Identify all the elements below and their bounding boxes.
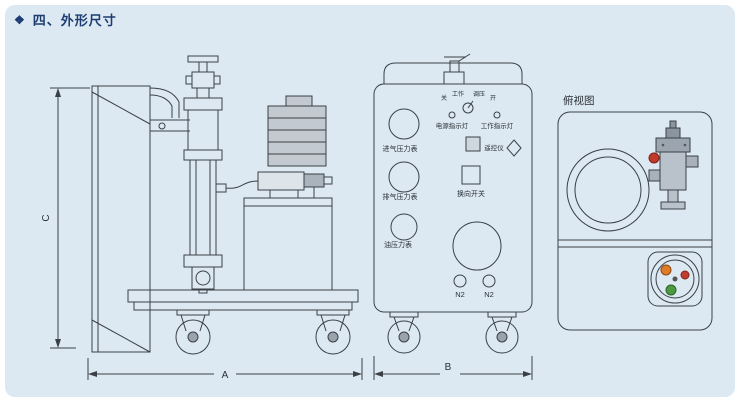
diamond-bullet-icon: ❖	[14, 12, 26, 27]
top-view-title: 俯视图	[563, 94, 595, 107]
switch-pos-work-label: 工作	[452, 90, 464, 98]
port-center	[672, 276, 678, 282]
mode-selector-switch	[462, 100, 474, 114]
dim-a-label: A	[222, 370, 229, 381]
reversing-switch-label: 换向开关	[457, 189, 485, 198]
remote-button	[465, 136, 481, 152]
divider-lines	[558, 239, 712, 248]
dim-b-label: B	[445, 362, 452, 373]
oil-gauge-label: 油压力表	[384, 240, 412, 249]
cabinet-handle	[383, 62, 523, 84]
top-valve	[443, 53, 471, 85]
switch-pos-on-label: 开	[490, 95, 496, 102]
content-panel	[5, 5, 735, 397]
oil-tank	[243, 197, 333, 291]
intake-gauge-label: 进气压力表	[383, 144, 418, 153]
motor-pump-unit	[257, 95, 333, 198]
oil-pressure-gauge	[390, 213, 418, 241]
work-indicator-label: 工作指示灯	[481, 121, 514, 130]
n2-outlet-left	[453, 274, 467, 288]
front-view-drawing	[373, 53, 533, 380]
n2-left-label: N2	[455, 290, 465, 299]
dim-c-label: C	[41, 214, 52, 221]
top-view-drawing	[557, 111, 713, 331]
tank-circle-inner	[574, 156, 642, 224]
power-indicator-label: 电源指示灯	[436, 121, 469, 130]
cabinet-body	[373, 83, 533, 313]
work-indicator-light	[493, 111, 501, 119]
valve-assembly	[648, 120, 699, 210]
valve-red-knob	[648, 152, 660, 164]
top-view-body	[557, 111, 713, 331]
port-orange	[660, 264, 672, 276]
section-header: ❖ 四、外形尺寸	[14, 10, 117, 29]
power-indicator-light	[448, 111, 456, 119]
booster-cylinder	[183, 55, 259, 294]
side-view-drawing	[50, 55, 363, 380]
cart-base	[127, 289, 359, 355]
front-casters	[387, 311, 519, 354]
tank-circle-outer	[566, 148, 650, 232]
pump-head-module	[647, 251, 703, 307]
section-title: 四、外形尺寸	[32, 13, 117, 28]
switch-pos-off-label: 关	[441, 94, 447, 102]
port-red	[680, 270, 690, 280]
n2-right-label: N2	[484, 290, 494, 299]
frame-panel	[91, 85, 190, 353]
switch-pos-regulate-label: 调压	[473, 90, 485, 98]
dimension-b	[373, 356, 533, 380]
exhaust-gauge-label: 排气压力表	[383, 192, 418, 201]
dimension-c	[50, 87, 90, 349]
remote-diamond-port	[506, 139, 522, 157]
caster-wheel	[175, 319, 211, 355]
reversing-switch-block	[461, 165, 481, 185]
large-port-circle	[452, 221, 502, 271]
caster-wheel	[315, 319, 351, 355]
exhaust-pressure-gauge	[388, 161, 420, 193]
port-green	[665, 284, 677, 296]
intake-pressure-gauge	[388, 108, 420, 140]
n2-outlet-right	[482, 274, 496, 288]
remote-label: 遥控仪	[484, 143, 504, 152]
dimension-a	[87, 358, 363, 380]
